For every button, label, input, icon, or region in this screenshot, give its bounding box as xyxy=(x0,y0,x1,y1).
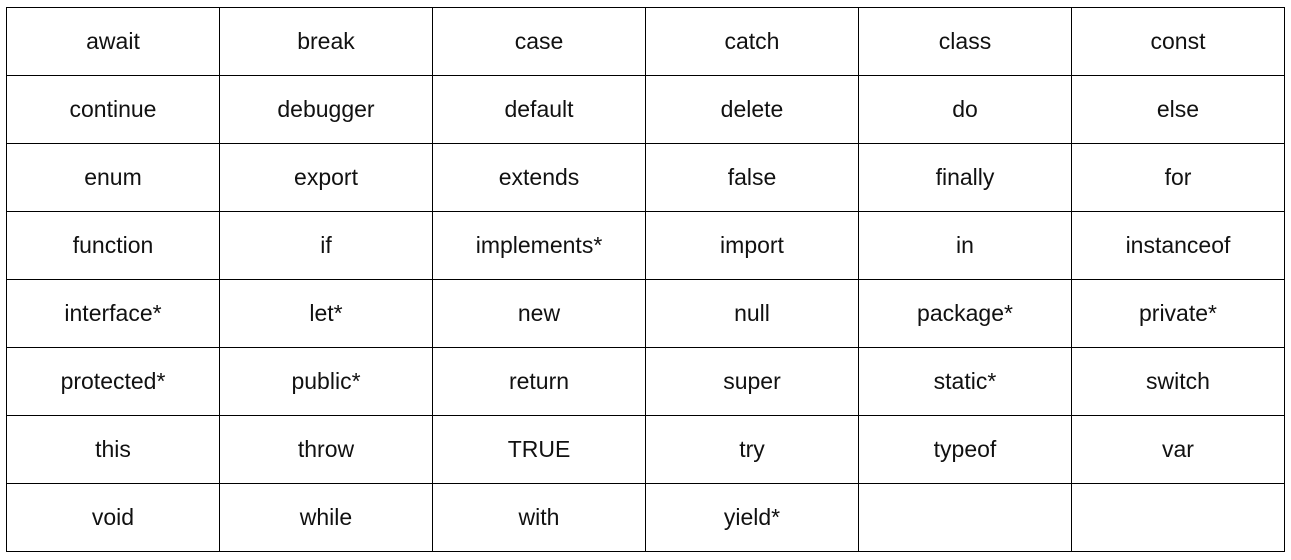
table-cell: default xyxy=(432,75,646,144)
table-cell: new xyxy=(432,279,646,348)
table-cell: function xyxy=(6,211,220,280)
table-row: void while with yield* xyxy=(6,483,1285,552)
table-cell: enum xyxy=(6,143,220,212)
table-cell: extends xyxy=(432,143,646,212)
table-cell: this xyxy=(6,415,220,484)
table-cell-empty xyxy=(1071,483,1285,552)
table-row: interface* let* new null package* privat… xyxy=(6,279,1285,348)
table-row: enum export extends false finally for xyxy=(6,143,1285,212)
table-row: await break case catch class const xyxy=(6,7,1285,76)
table-cell: TRUE xyxy=(432,415,646,484)
table-cell: finally xyxy=(858,143,1072,212)
table-cell: if xyxy=(219,211,433,280)
table-cell: throw xyxy=(219,415,433,484)
table-cell: private* xyxy=(1071,279,1285,348)
table-cell: for xyxy=(1071,143,1285,212)
table-cell: null xyxy=(645,279,859,348)
table-cell: continue xyxy=(6,75,220,144)
table-cell: static* xyxy=(858,347,1072,416)
table-cell: in xyxy=(858,211,1072,280)
table-cell: instanceof xyxy=(1071,211,1285,280)
table-cell: catch xyxy=(645,7,859,76)
table-row: protected* public* return super static* … xyxy=(6,347,1285,416)
table-cell: public* xyxy=(219,347,433,416)
table-cell: return xyxy=(432,347,646,416)
table-cell: class xyxy=(858,7,1072,76)
table-cell: const xyxy=(1071,7,1285,76)
keyword-table: await break case catch class const conti… xyxy=(6,7,1285,552)
table-cell: do xyxy=(858,75,1072,144)
table-row: continue debugger default delete do else xyxy=(6,75,1285,144)
table-cell: void xyxy=(6,483,220,552)
table-cell: false xyxy=(645,143,859,212)
table-row: function if implements* import in instan… xyxy=(6,211,1285,280)
table-cell: yield* xyxy=(645,483,859,552)
table-cell: case xyxy=(432,7,646,76)
table-cell: while xyxy=(219,483,433,552)
table-cell: with xyxy=(432,483,646,552)
table-cell: var xyxy=(1071,415,1285,484)
table-cell: package* xyxy=(858,279,1072,348)
table-cell: debugger xyxy=(219,75,433,144)
table-cell: implements* xyxy=(432,211,646,280)
table-cell: try xyxy=(645,415,859,484)
table-cell-empty xyxy=(858,483,1072,552)
table-cell: typeof xyxy=(858,415,1072,484)
table-cell: import xyxy=(645,211,859,280)
table-cell: let* xyxy=(219,279,433,348)
table-cell: super xyxy=(645,347,859,416)
table-cell: interface* xyxy=(6,279,220,348)
table-cell: break xyxy=(219,7,433,76)
table-cell: delete xyxy=(645,75,859,144)
table-cell: await xyxy=(6,7,220,76)
table-cell: else xyxy=(1071,75,1285,144)
table-cell: protected* xyxy=(6,347,220,416)
table-cell: switch xyxy=(1071,347,1285,416)
table-row: this throw TRUE try typeof var xyxy=(6,415,1285,484)
table-cell: export xyxy=(219,143,433,212)
